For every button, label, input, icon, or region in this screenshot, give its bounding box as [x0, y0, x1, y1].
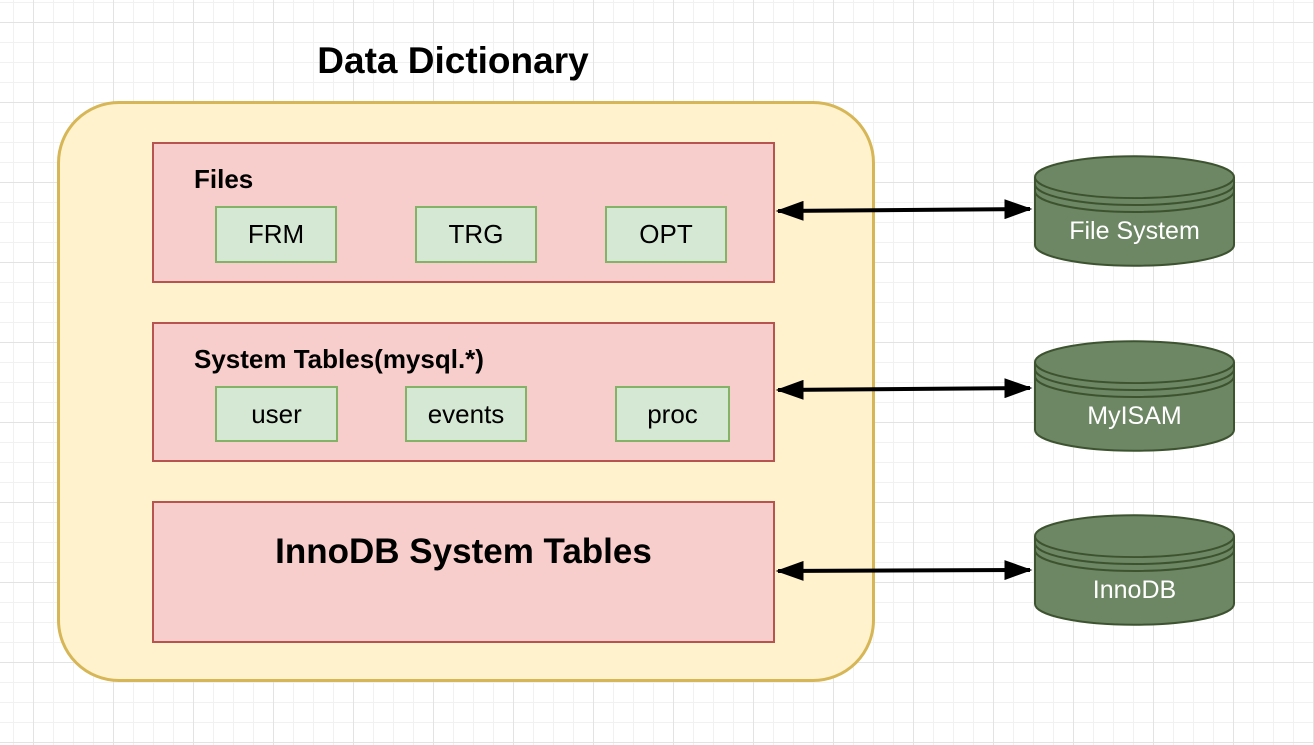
- system-tables-group: System Tables(mysql.*) user events proc: [152, 322, 775, 462]
- innodb-system-tables-label: InnoDB System Tables: [275, 532, 652, 571]
- files-group: Files FRM TRG OPT: [152, 142, 775, 283]
- database-cylinder-icon: [1033, 155, 1236, 267]
- chip-opt: OPT: [605, 206, 727, 263]
- chip-user: user: [215, 386, 338, 442]
- chip-frm: FRM: [215, 206, 337, 263]
- files-group-label: Files: [194, 164, 254, 194]
- database-cylinder-icon: [1033, 340, 1236, 452]
- file-system-cylinder: File System: [1033, 153, 1236, 269]
- innodb-label: InnoDB: [1092, 576, 1177, 604]
- diagram-title: Data Dictionary: [317, 40, 589, 81]
- chip-trg: TRG: [415, 206, 537, 263]
- chip-proc: proc: [615, 386, 730, 442]
- innodb-cylinder: InnoDB: [1033, 512, 1236, 628]
- myisam-cylinder: MyISAM: [1033, 338, 1236, 454]
- innodb-system-tables-group: InnoDB System Tables: [152, 501, 775, 643]
- system-tables-group-label: System Tables(mysql.*): [194, 344, 484, 374]
- file-system-label: File System: [1069, 217, 1200, 245]
- myisam-label: MyISAM: [1087, 402, 1182, 430]
- chip-events: events: [405, 386, 527, 442]
- database-cylinder-icon: [1033, 514, 1236, 626]
